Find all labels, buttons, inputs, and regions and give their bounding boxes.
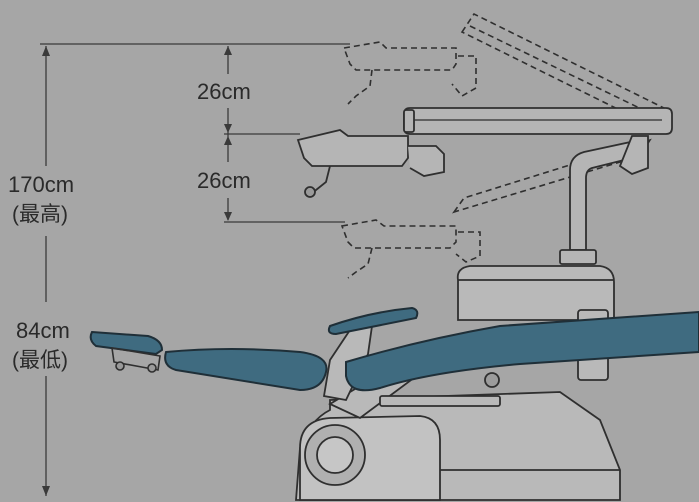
middle-tray-holder [408, 145, 445, 177]
lowered-tray-body [340, 219, 457, 249]
raised-tray-handle [347, 69, 373, 105]
dimension-arrows [42, 46, 232, 496]
pivot-bolt [484, 372, 500, 388]
headrest-mount [111, 347, 161, 373]
unit-post [403, 109, 649, 265]
arrow-mid-up [224, 136, 232, 145]
middle-tray-knob [304, 186, 316, 198]
dimension-lines [40, 43, 350, 496]
max-height-note: (最高) [12, 203, 68, 226]
pedal-plate [379, 395, 501, 407]
arm-joint-left [403, 109, 415, 133]
post-collar [559, 249, 597, 265]
max-height-label: 170cm [8, 172, 75, 197]
backrest [164, 348, 328, 392]
lowered-tray-handle [347, 247, 373, 279]
arrow-bottom-down [224, 212, 232, 221]
arm-pivot [618, 135, 649, 176]
raised-tray-holder [451, 55, 477, 98]
base-hinge-inner [316, 436, 354, 474]
chair-upholstery [89, 306, 699, 392]
headrest-knob-left [115, 361, 125, 371]
raised-arm-inner-line [469, 25, 659, 118]
headrest-knob-right [147, 363, 157, 373]
raised-arm-beam [460, 12, 670, 127]
min-height-note: (最低) [12, 349, 68, 372]
middle-tray-body [296, 129, 409, 167]
min-height-label: 84cm [16, 318, 70, 343]
arrow-total-bottom [42, 486, 50, 496]
lowered-tray-holder [455, 231, 481, 263]
chair-base [295, 265, 621, 501]
lower-step-label: 26cm [197, 168, 251, 193]
raised-tray-body [342, 41, 457, 71]
headrest [89, 330, 164, 356]
main-arm-beam [403, 107, 673, 135]
armrest-pad [327, 306, 419, 336]
arrow-top-upper [224, 46, 232, 55]
arrow-total-top [42, 46, 50, 56]
middle-tray-assembly [296, 107, 673, 198]
arrow-mid-down [224, 124, 232, 133]
raised-arm-dashed [342, 12, 670, 127]
upper-step-label: 26cm [197, 79, 251, 104]
headrest-bracket [111, 347, 161, 371]
seat [345, 310, 699, 392]
